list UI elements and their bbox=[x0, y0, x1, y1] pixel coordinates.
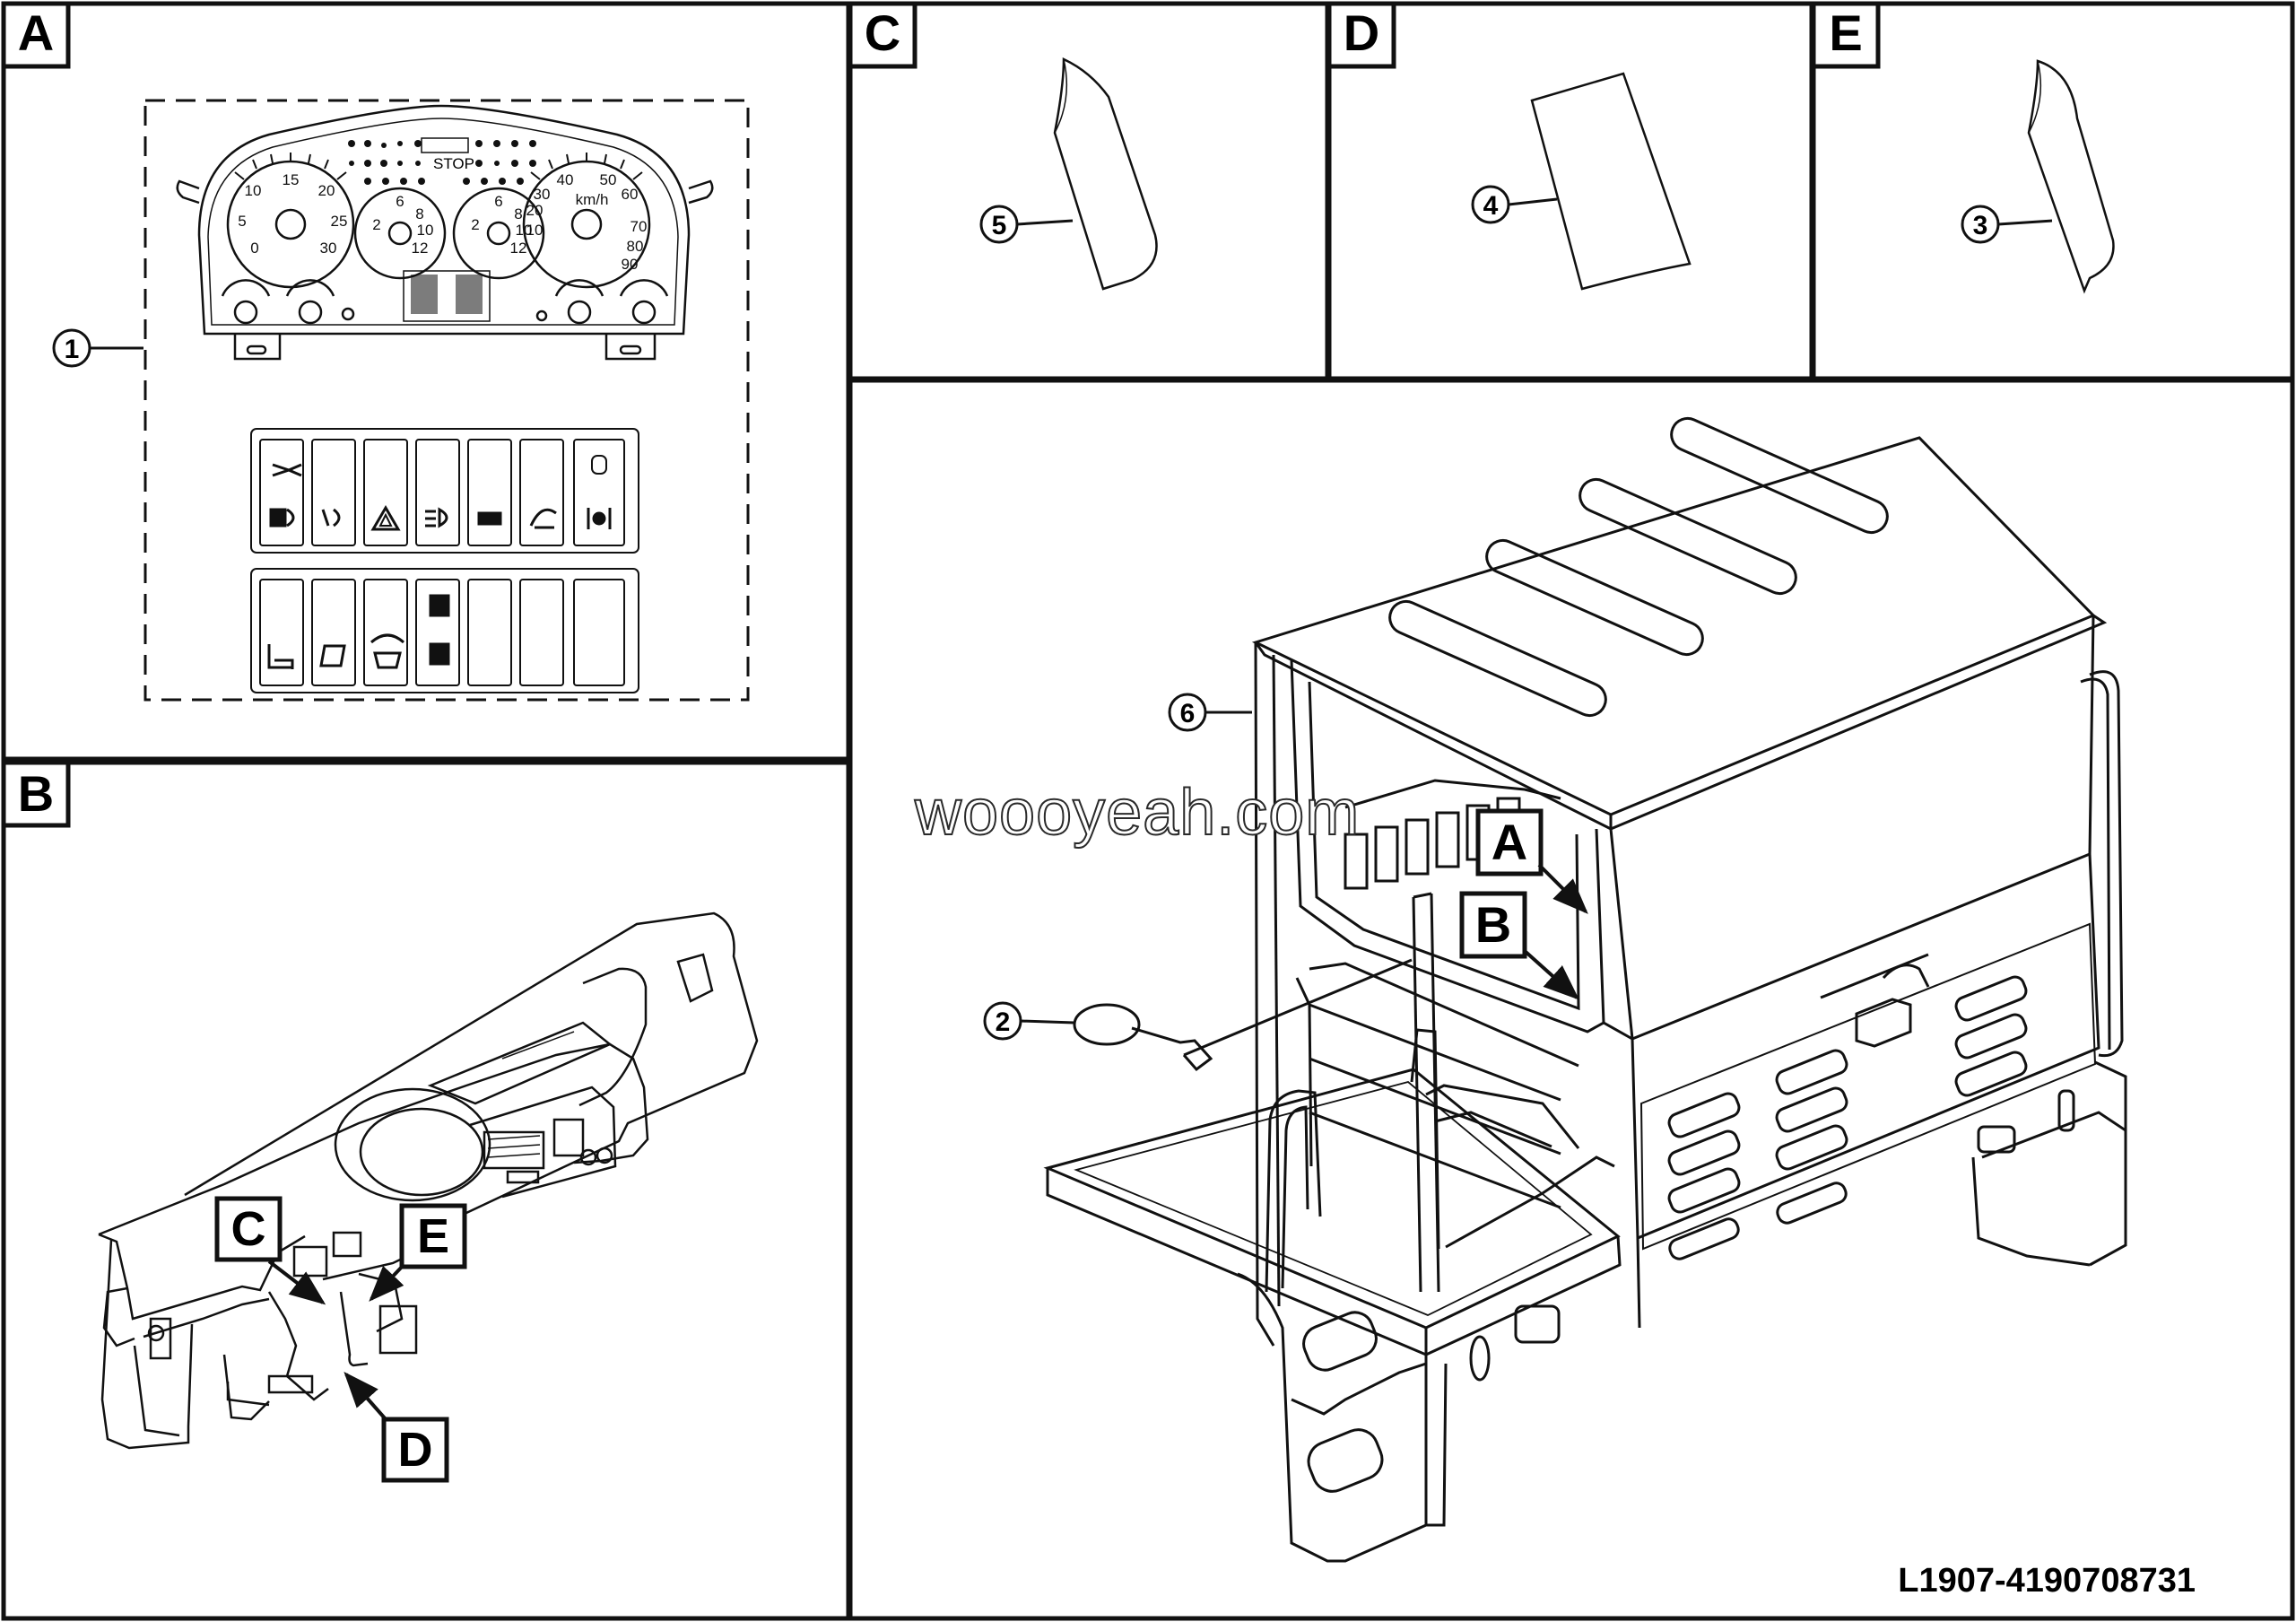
svg-text:km/h: km/h bbox=[576, 191, 609, 208]
svg-text:8: 8 bbox=[514, 205, 522, 222]
svg-text:30: 30 bbox=[320, 240, 337, 257]
svg-text:B: B bbox=[1475, 896, 1511, 953]
svg-text:C: C bbox=[865, 4, 900, 61]
panel-label-e: E bbox=[1811, 1, 1881, 69]
callout-6: 6 bbox=[1168, 693, 1252, 732]
svg-text:4: 4 bbox=[1483, 191, 1499, 221]
callout-3: 3 bbox=[1961, 205, 2053, 244]
panel-label-c: C bbox=[848, 1, 918, 69]
svg-text:3: 3 bbox=[1973, 211, 1988, 240]
callout-5: 5 bbox=[979, 205, 1074, 244]
cab-drawing bbox=[1043, 416, 2127, 1563]
svg-text:6: 6 bbox=[494, 193, 502, 210]
svg-text:10: 10 bbox=[516, 222, 533, 239]
svg-text:B: B bbox=[18, 765, 54, 822]
switch-symbols-lower bbox=[267, 594, 450, 669]
svg-text:20: 20 bbox=[526, 202, 544, 219]
dashboard-drawing bbox=[98, 911, 759, 1450]
cab-tag-a: A bbox=[1475, 808, 1588, 914]
drawing-number: L1907-4190708731 bbox=[1898, 1562, 2196, 1600]
svg-text:10: 10 bbox=[417, 222, 434, 239]
svg-text:2: 2 bbox=[996, 1007, 1011, 1037]
panel-label-b: B bbox=[1, 760, 71, 828]
svg-text:20: 20 bbox=[318, 182, 335, 199]
panel-label-a: A bbox=[1, 1, 71, 69]
gauge-1-numerals: 15 10 20 5 25 0 30 bbox=[238, 171, 347, 257]
svg-text:C: C bbox=[231, 1202, 266, 1256]
svg-text:25: 25 bbox=[331, 213, 348, 230]
callout-1: 1 bbox=[52, 328, 144, 368]
svg-text:15: 15 bbox=[283, 171, 300, 188]
switch-panel-lower bbox=[250, 568, 639, 693]
detail-tag-c: C bbox=[214, 1196, 326, 1305]
watermark: woooyeah.com bbox=[914, 777, 1360, 849]
decal-item-5 bbox=[1053, 57, 1158, 291]
callout-2: 2 bbox=[983, 1001, 1075, 1041]
switch-panel-upper bbox=[250, 428, 639, 554]
gauge-3-numerals: 6 2 8 10 12 bbox=[471, 193, 532, 257]
svg-text:2: 2 bbox=[372, 216, 380, 233]
svg-text:0: 0 bbox=[250, 240, 258, 257]
dashed-group-boundary bbox=[144, 99, 750, 702]
gauge-2-numerals: 6 2 8 10 12 bbox=[372, 193, 433, 257]
svg-text:A: A bbox=[1492, 814, 1527, 870]
svg-text:1: 1 bbox=[65, 335, 80, 364]
svg-text:10: 10 bbox=[526, 222, 544, 239]
switch-symbols-upper bbox=[269, 455, 612, 531]
detail-tag-e: E bbox=[369, 1203, 467, 1302]
svg-text:6: 6 bbox=[396, 193, 404, 210]
svg-text:30: 30 bbox=[534, 186, 551, 203]
svg-text:12: 12 bbox=[510, 240, 527, 257]
svg-text:50: 50 bbox=[600, 171, 617, 188]
svg-text:90: 90 bbox=[622, 256, 639, 273]
svg-text:2: 2 bbox=[471, 216, 479, 233]
svg-text:A: A bbox=[18, 4, 54, 61]
svg-text:8: 8 bbox=[415, 205, 423, 222]
svg-text:60: 60 bbox=[622, 186, 639, 203]
svg-text:E: E bbox=[1829, 4, 1862, 61]
warning-lamps bbox=[348, 137, 536, 314]
gauge-4-numerals: 40 50 30 60 20 70 10 80 90 km/h bbox=[526, 171, 648, 273]
svg-text:E: E bbox=[417, 1209, 449, 1263]
callout-4: 4 bbox=[1471, 185, 1558, 224]
svg-text:5: 5 bbox=[238, 213, 246, 230]
cab-tag-b: B bbox=[1459, 891, 1579, 1000]
detail-tag-d: D bbox=[344, 1371, 449, 1483]
svg-text:80: 80 bbox=[627, 238, 644, 255]
stop-lamp-text: STOP bbox=[433, 155, 474, 172]
svg-text:6: 6 bbox=[1180, 699, 1196, 728]
decal-item-3 bbox=[2027, 59, 2115, 294]
svg-text:10: 10 bbox=[245, 182, 262, 199]
cluster-tick-marks bbox=[234, 153, 643, 180]
svg-text:5: 5 bbox=[992, 211, 1007, 240]
svg-text:12: 12 bbox=[412, 240, 429, 257]
panel-label-d: D bbox=[1326, 1, 1396, 69]
svg-text:D: D bbox=[1344, 4, 1379, 61]
decal-item-4 bbox=[1530, 72, 1692, 291]
svg-text:D: D bbox=[398, 1423, 433, 1477]
instrument-cluster bbox=[176, 104, 714, 361]
svg-text:40: 40 bbox=[557, 171, 574, 188]
svg-text:70: 70 bbox=[631, 218, 648, 235]
